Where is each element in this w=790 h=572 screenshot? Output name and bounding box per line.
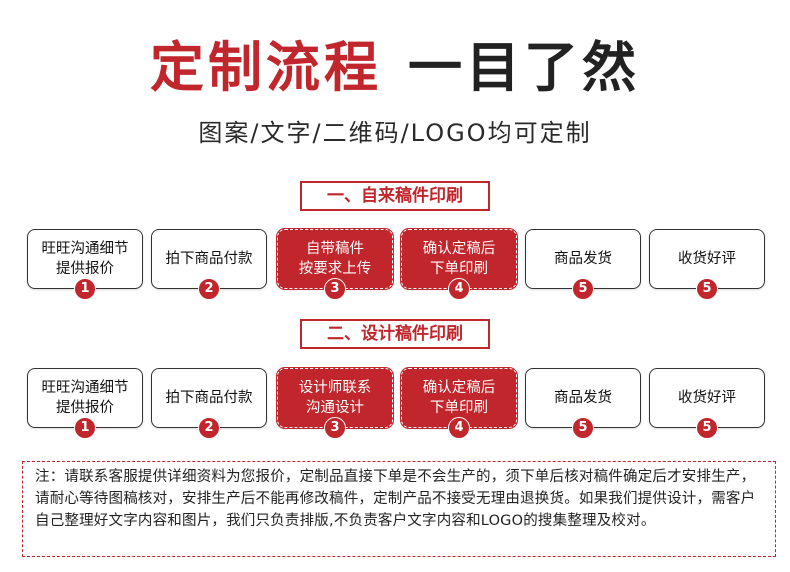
page-title: 定制流程一目了然 [0, 36, 790, 100]
step-number-badge: 1 [74, 278, 96, 300]
step-number-badge: 3 [324, 278, 346, 300]
step-number-badge: 1 [74, 417, 96, 439]
step-text: 旺旺沟通细节 提供报价 [41, 241, 129, 277]
step-number-badge: 4 [448, 278, 470, 300]
step-number-badge: 5 [572, 417, 594, 439]
step-text: 商品发货 [554, 251, 612, 267]
step-text: 确认定稿后 下单印刷 [422, 241, 496, 277]
step-text: 收货好评 [678, 251, 736, 267]
page-subtitle: 图案/文字/二维码/LOGO均可定制 [198, 119, 592, 147]
section-label-2: 二、设计稿件印刷 [300, 319, 490, 349]
step-2: 拍下商品付款 2 [151, 368, 267, 439]
step-2: 拍下商品付款 2 [151, 229, 267, 300]
step-number-badge: 5 [696, 417, 718, 439]
step-number-badge: 2 [198, 417, 220, 439]
notice-box: 注：请联系客服提供详细资料为您报价，定制品直接下单是不会生产的，须下单后核对稿件… [22, 461, 776, 557]
step-text: 拍下商品付款 [165, 251, 253, 267]
step-number-badge: 5 [572, 278, 594, 300]
section-label-1: 一、自来稿件印刷 [300, 181, 490, 211]
step-text: 收货好评 [678, 390, 736, 406]
step-text: 旺旺沟通细节 提供报价 [41, 380, 129, 416]
title-dark: 一目了然 [408, 36, 640, 99]
step-text: 确认定稿后 下单印刷 [422, 380, 496, 416]
notice-text: 注：请联系客服提供详细资料为您报价，定制品直接下单是不会生产的，须下单后核对稿件… [35, 469, 756, 529]
step-text: 商品发货 [554, 390, 612, 406]
step-text: 拍下商品付款 [165, 390, 253, 406]
title-red: 定制流程 [150, 36, 382, 99]
step-5: 商品发货 5 [525, 229, 641, 300]
step-6: 收货好评 5 [649, 368, 765, 439]
step-number-badge: 3 [324, 417, 346, 439]
step-text: 设计师联系 沟通设计 [298, 380, 372, 416]
step-5: 商品发货 5 [525, 368, 641, 439]
step-number-badge: 2 [198, 278, 220, 300]
step-6: 收货好评 5 [649, 229, 765, 300]
step-number-badge: 5 [696, 278, 718, 300]
step-text: 自带稿件 按要求上传 [298, 241, 372, 277]
step-number-badge: 4 [448, 417, 470, 439]
